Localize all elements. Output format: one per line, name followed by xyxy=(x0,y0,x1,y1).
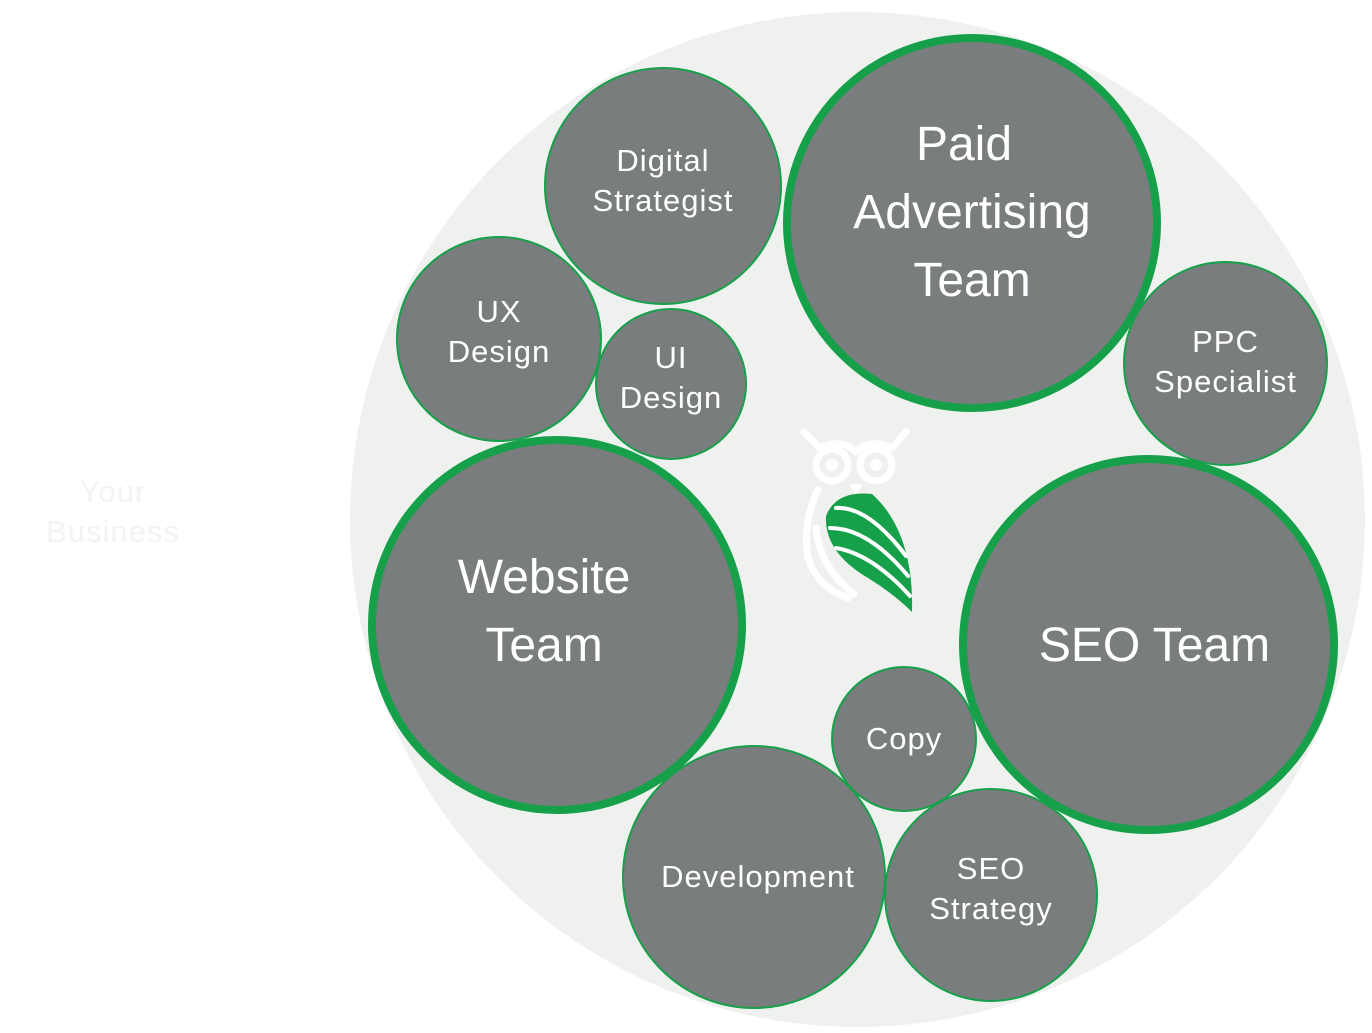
website-team-bubble: Website Team xyxy=(368,436,746,814)
your-business-line-1: Your xyxy=(79,474,147,509)
website-team-line-2: Team xyxy=(485,619,603,672)
seo-strategy-bubble: SEO Strategy xyxy=(884,788,1098,1002)
ui-design-line-1: UI xyxy=(654,340,688,375)
your-business-line-2: Business xyxy=(46,514,180,549)
ppc-specialist-bubble: PPC Specialist xyxy=(1123,261,1328,466)
seo-strategy-line-2: Strategy xyxy=(929,891,1053,926)
paid-advertising-team-bubble: Paid Advertising Team xyxy=(783,34,1161,412)
ux-design-line-1: UX xyxy=(476,294,522,329)
ux-design-line-2: Design xyxy=(447,334,551,369)
paid-advertising-line-1: Paid xyxy=(915,118,1013,171)
development-line-1: Development xyxy=(661,859,855,894)
copy-line-1: Copy xyxy=(865,721,943,756)
ppc-specialist-line-1: PPC xyxy=(1192,323,1259,359)
ui-design-bubble: UI Design xyxy=(595,308,747,460)
ppc-specialist-line-2: Specialist xyxy=(1154,363,1297,399)
digital-strategist-line-2: Strategist xyxy=(592,183,734,218)
website-team-line-1: Website xyxy=(457,551,631,604)
owl-leaf-logo-icon xyxy=(800,428,913,612)
copy-bubble: Copy xyxy=(831,666,977,812)
seo-team-bubble: SEO Team xyxy=(959,455,1338,834)
digital-strategist-bubble: Digital Strategist xyxy=(544,67,782,305)
your-business-label: Your Business xyxy=(20,472,206,552)
paid-advertising-line-2: Advertising xyxy=(853,186,1091,239)
digital-strategist-line-1: Digital xyxy=(616,143,710,178)
ui-design-line-2: Design xyxy=(619,380,723,415)
seo-strategy-line-1: SEO xyxy=(956,851,1026,886)
paid-advertising-line-3: Team xyxy=(913,254,1031,307)
development-bubble: Development xyxy=(622,745,886,1009)
seo-team-line-1: SEO Team xyxy=(1038,618,1271,672)
ux-design-bubble: UX Design xyxy=(396,236,602,442)
